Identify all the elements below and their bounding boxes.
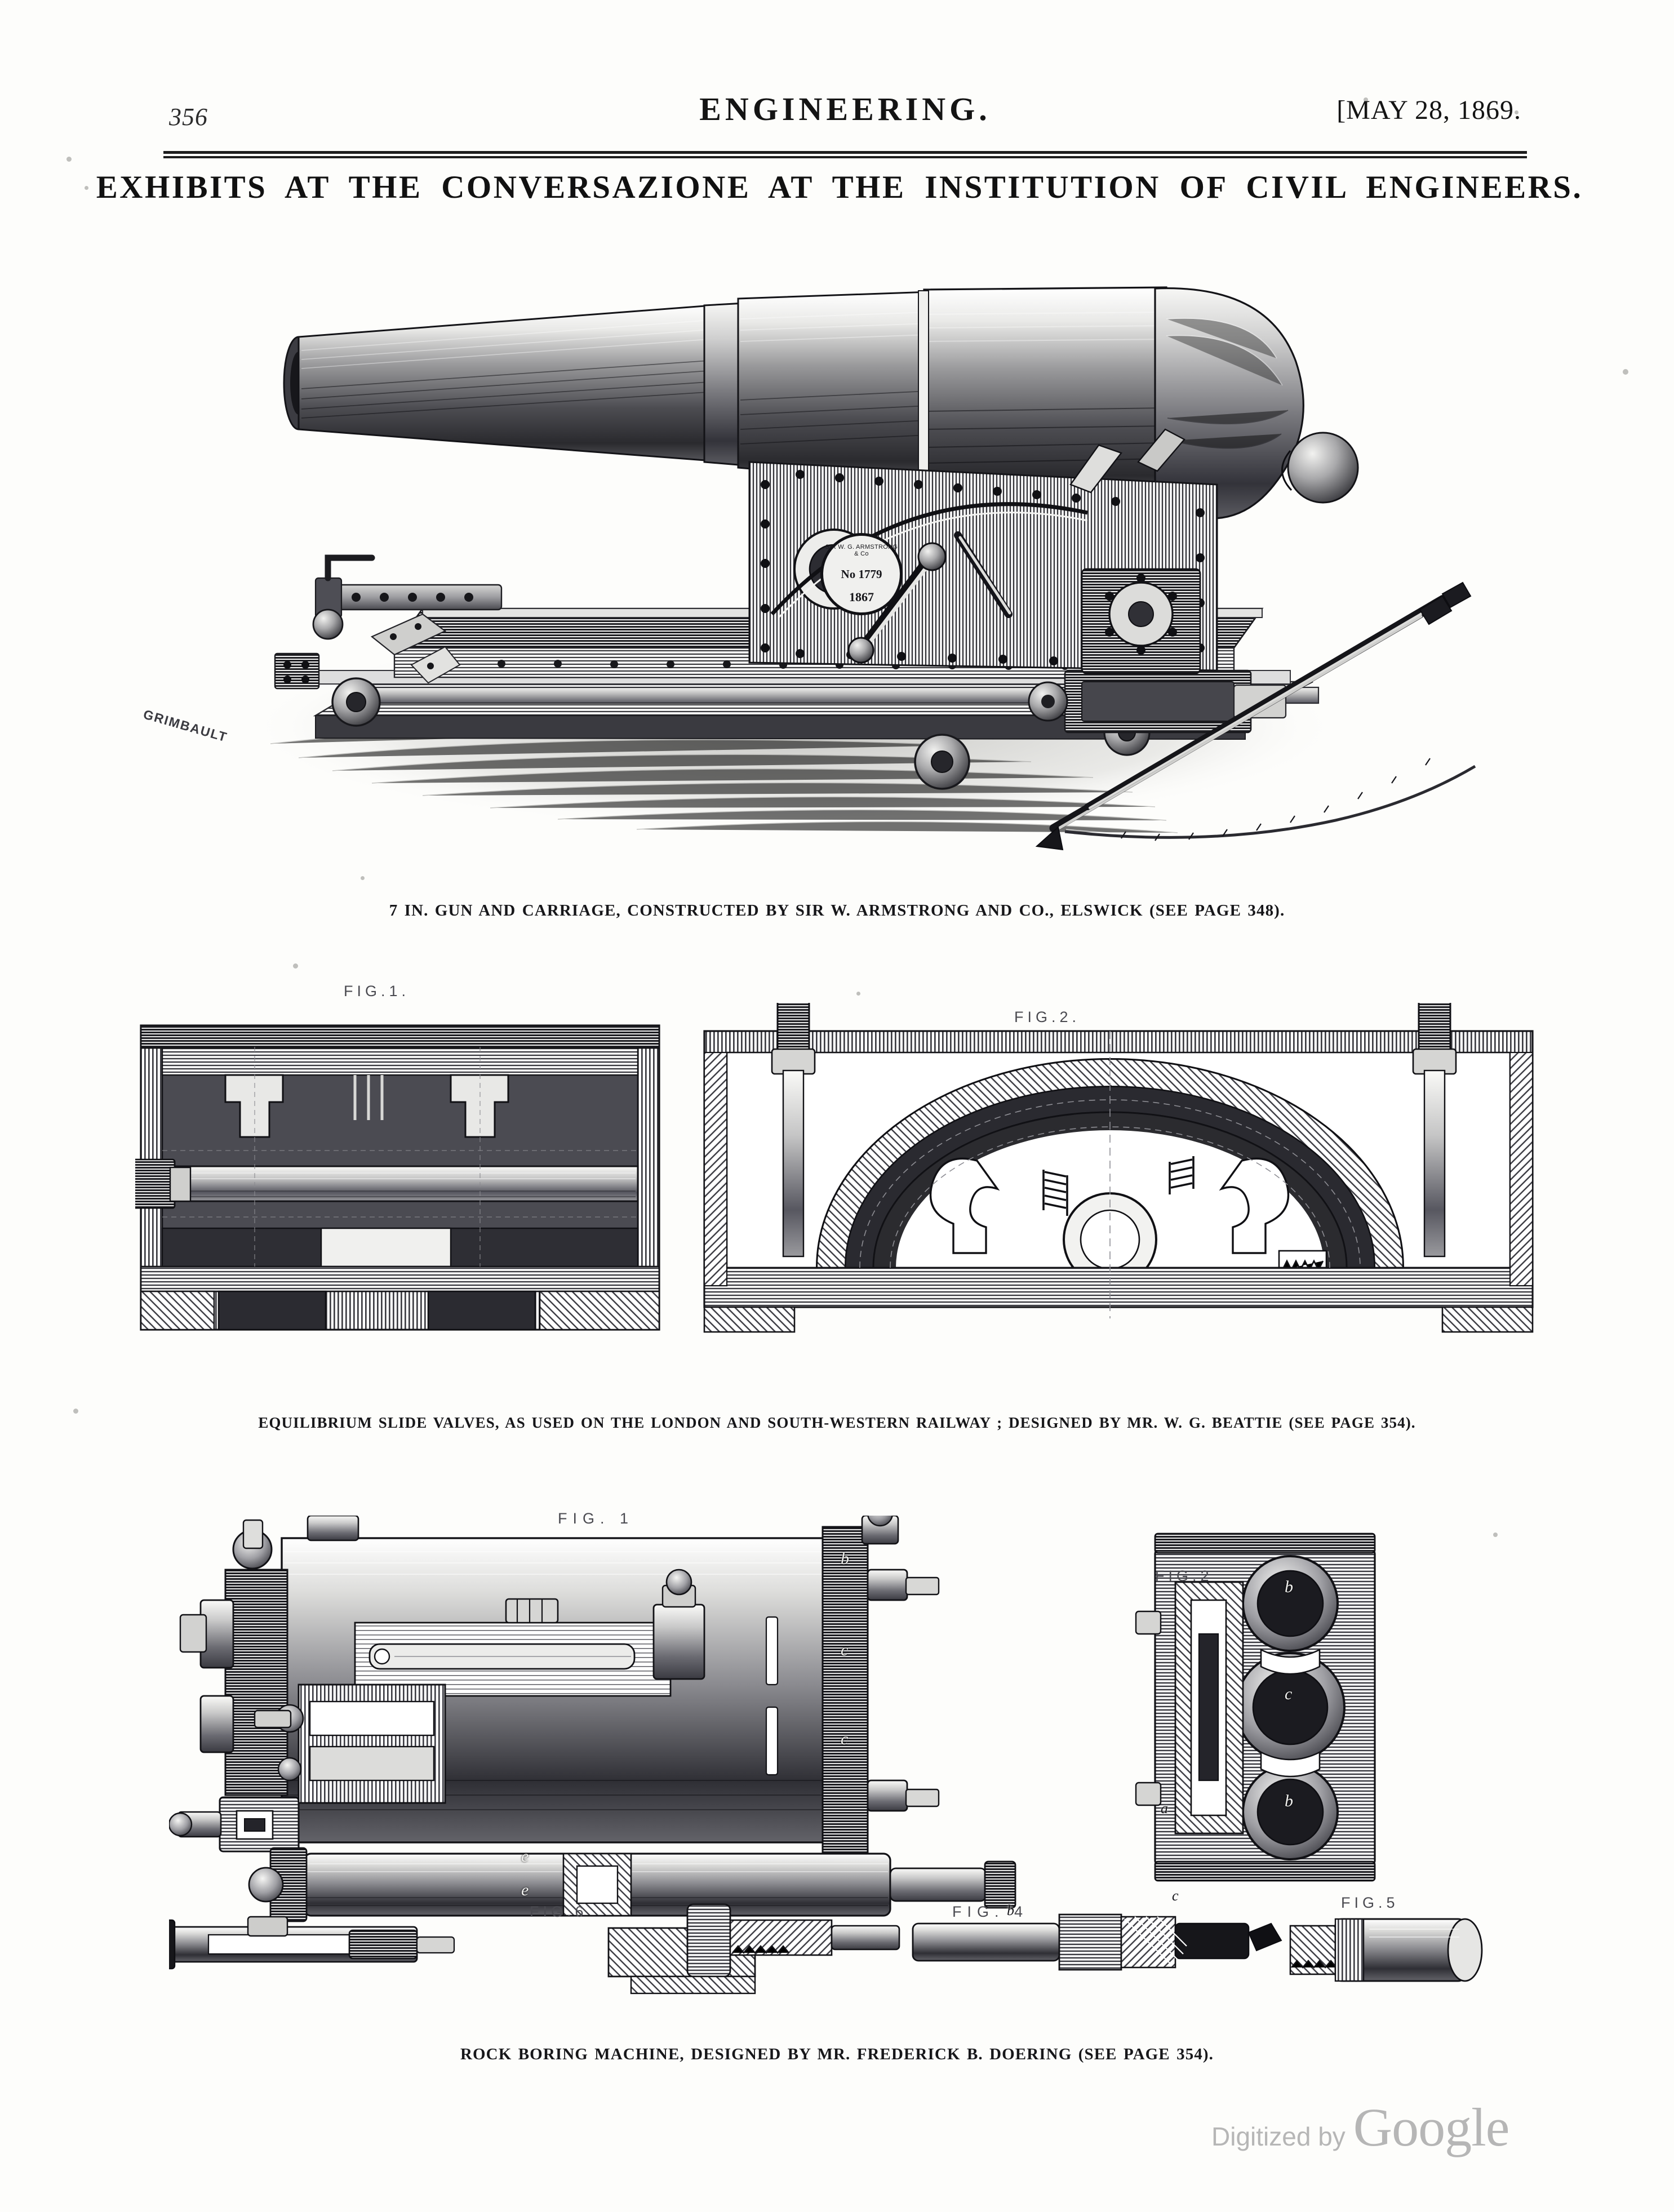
slide-valves-engraving: FIG.1. FIG.2. [135,983,1544,1397]
boring-fig2-label: FIG.2 [1155,1567,1213,1584]
annotation-b-fig2-bottom: b [1285,1792,1293,1810]
annotation-c-fig2: c [1285,1685,1293,1703]
masthead-rule [163,151,1527,158]
page-headline: EXHIBITS AT THE CONVERSAZIONE AT THE INS… [96,170,1583,205]
annotation-b-upper: b [841,1549,849,1568]
annotation-a-fig2: a [1161,1800,1168,1816]
valves-caption: EQUILIBRIUM SLIDE VALVES, AS USED ON THE… [258,1414,1416,1431]
valve-fig1-body [135,1024,660,1331]
boring-fig3-body [169,1916,455,1970]
valve-fig2-label: FIG.2. [1014,1009,1081,1025]
boring-fig5-label: FIG.5 [1341,1894,1399,1911]
breech-maker-name: SIR W. G. ARMSTRONG & Co [825,544,898,557]
journal-title: ENGINEERING. [699,91,991,127]
boring-fig6-label: FIG.6 [530,1903,588,1920]
boring-fig1-label: FIG. 1 [558,1510,634,1527]
boring-fig4-body [912,1913,1282,1971]
gun-and-carriage-engraving: SIR W. G. ARMSTRONG & Co No 1779 1867 GR… [130,220,1544,885]
boring-fig4-label: FIG. 4 [952,1903,1029,1920]
annotation-e-lower: e [521,1881,529,1899]
annotation-c-lower: c [841,1730,849,1748]
annotation-e-upper: e [521,1847,529,1865]
masthead: 356 ENGINEERING. [MAY 28, 1869. [169,90,1521,141]
breech-maker-plate: SIR W. G. ARMSTRONG & Co No 1779 1867 [820,533,903,615]
gun-caption: 7 IN. GUN AND CARRIAGE, CONSTRUCTED BY S… [389,901,1285,920]
breech-serial-number: No 1779 [841,567,882,581]
annotation-b-fig4: b [1007,1902,1014,1918]
breech-year: 1867 [849,590,874,604]
annotation-b-fig2-top: b [1285,1578,1293,1596]
boring-fig6-body [607,1903,900,1995]
boring-fig1-body [169,1516,1016,1922]
valve-fig2-body [703,1003,1534,1333]
rock-boring-machine-engraving: FIG. 1 FIG.2 FIG.5 FIG.6 FIG. 4 b c c e … [169,1510,1533,2023]
watermark-prefix: Digitized by [1211,2122,1346,2151]
page-number: 356 [169,103,208,131]
valve-fig1-label: FIG.1. [344,983,410,1000]
boring-caption: ROCK BORING MACHINE, DESIGNED BY MR. FRE… [460,2045,1214,2063]
annotation-c-fig4: c [1172,1887,1179,1904]
watermark-logo: Google [1353,2097,1510,2157]
issue-date: [MAY 28, 1869. [1336,95,1521,125]
boring-fig2-body [1135,1533,1376,1882]
annotation-c-upper: c [841,1641,849,1659]
boring-fig5-body [1289,1918,1483,1982]
